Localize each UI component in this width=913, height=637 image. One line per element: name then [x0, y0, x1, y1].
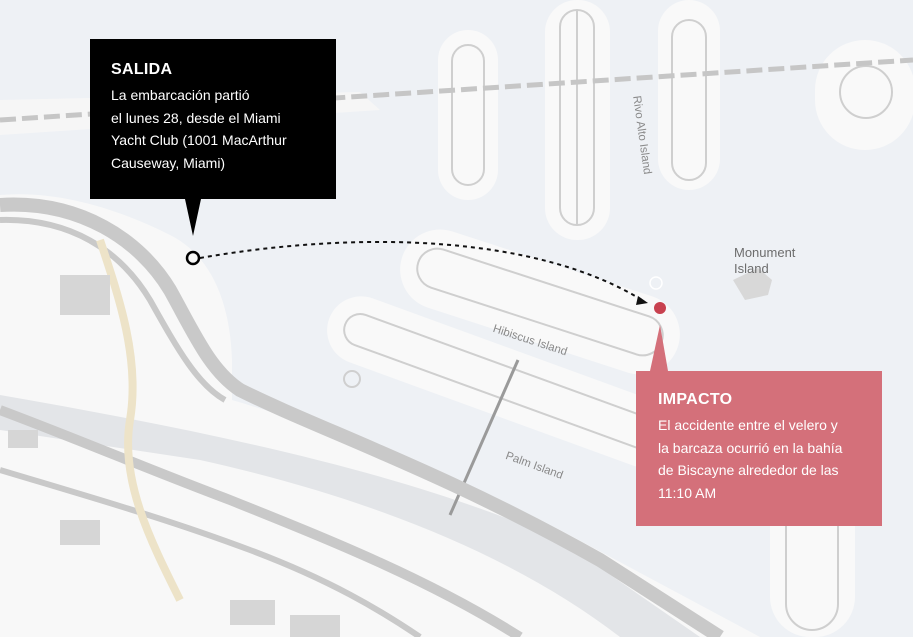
route-line [199, 240, 646, 303]
impacto-line: la barcaza ocurrió en la bahía [658, 439, 843, 456]
venetian-causeway [0, 57, 913, 123]
buildings [8, 275, 340, 637]
impact-ghost-marker [649, 276, 663, 290]
yellow-road [96, 238, 184, 602]
causeway-band [0, 395, 700, 637]
label-monument-line-2: Island [734, 261, 769, 276]
impact-marker [654, 302, 666, 314]
salida-line: Causeway, Miami) [111, 154, 226, 171]
label-monument-island: Monument Island [734, 245, 795, 277]
salida-line: el lunes 28, desde el Miami [111, 109, 281, 126]
impacto-callout: IMPACTO El accidente entre el velero y l… [636, 371, 882, 526]
impacto-line: 11:10 AM [658, 484, 717, 501]
salida-callout: SALIDA La embarcación partió el lunes 28… [90, 39, 336, 199]
island-palm [327, 296, 679, 468]
salida-text: La embarcación partió el lunes 28, desde… [111, 84, 316, 174]
impacto-title: IMPACTO [658, 391, 733, 408]
impacto-pointer [650, 325, 668, 371]
impacto-text: El accidente entre el velero y la barcaz… [658, 414, 864, 504]
salida-line: Yacht Club (1001 MacArthur [111, 132, 287, 148]
impacto-line: de Biscayne alrededor de las [658, 462, 839, 478]
start-marker [185, 250, 201, 266]
island-rivo-alto [658, 0, 720, 190]
label-monument-line-1: Monument [734, 245, 796, 260]
salida-line: La embarcación partió [111, 87, 250, 103]
island-ne [815, 40, 913, 150]
macarthur-causeway [0, 197, 724, 637]
impacto-line: El accidente entre el velero y [658, 417, 838, 433]
island-hibiscus [400, 229, 680, 375]
salida-pointer [185, 199, 201, 236]
route-arrowhead [636, 296, 648, 305]
monument-island [733, 268, 772, 300]
salida-title: SALIDA [111, 61, 173, 78]
island-n1 [438, 30, 498, 200]
